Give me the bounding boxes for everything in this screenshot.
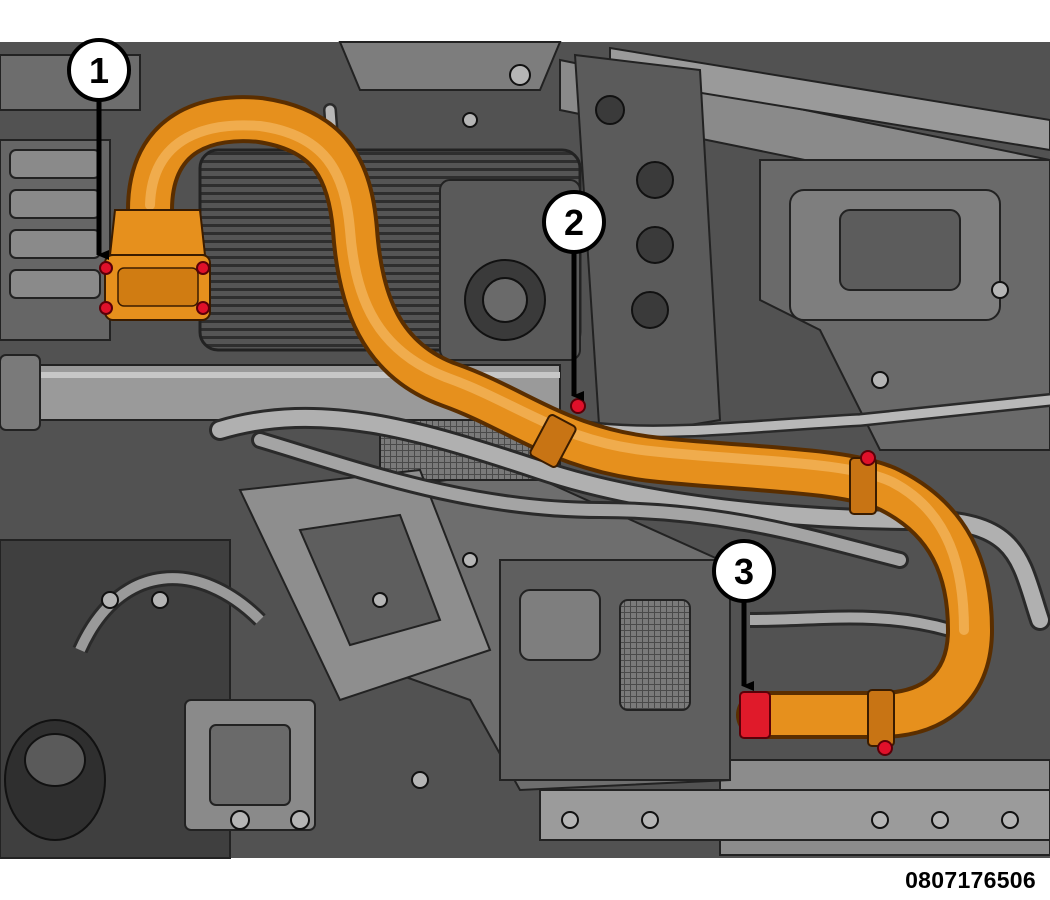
figure-id: 0807176506 <box>905 867 1036 893</box>
callout-1-number: 1 <box>89 50 109 91</box>
callout-1: 1 <box>67 38 131 260</box>
callout-2-number: 2 <box>564 202 584 243</box>
orange-cable <box>104 95 995 747</box>
background-components <box>0 41 1050 859</box>
red-fasteners <box>99 261 893 756</box>
callout-3: 3 <box>712 539 776 691</box>
callout-2: 2 <box>542 190 606 401</box>
callout-3-number: 3 <box>734 551 754 592</box>
